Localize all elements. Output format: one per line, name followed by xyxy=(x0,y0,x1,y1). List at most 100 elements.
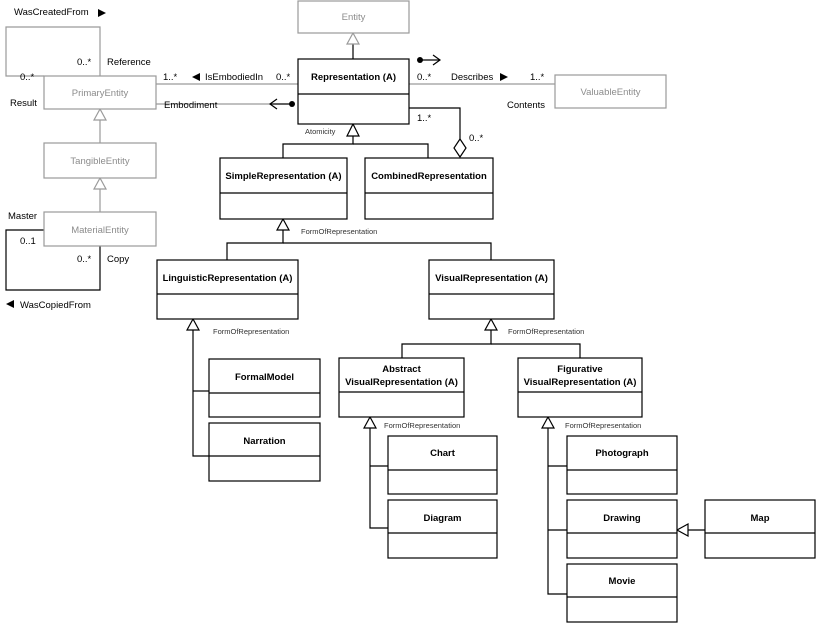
class-tangible-entity[interactable]: TangibleEntity xyxy=(43,142,157,179)
class-map[interactable]: Map xyxy=(704,499,816,559)
class-valuable-entity[interactable]: ValuableEntity xyxy=(554,74,667,109)
form-line-figurative xyxy=(491,343,581,358)
label-contents: Contents xyxy=(507,100,545,111)
mult-embodied-1-many: 1..* xyxy=(163,72,178,83)
form-line-narration xyxy=(192,330,209,457)
class-abstract-visual-representation[interactable]: Abstract VisualRepresentation (A) xyxy=(338,357,465,418)
class-linguistic-representation[interactable]: LinguisticRepresentation (A) xyxy=(156,259,299,320)
class-entity[interactable]: Entity xyxy=(297,0,410,34)
triangle-primary xyxy=(92,107,108,121)
triangle-linguistic xyxy=(185,317,201,331)
form-line-diagram xyxy=(369,428,388,529)
form-line-abstract xyxy=(401,330,492,358)
class-title: ValuableEntity xyxy=(580,87,640,98)
class-photograph[interactable]: Photograph xyxy=(566,435,678,495)
form-line-linguistic xyxy=(226,230,284,260)
label-copy: Copy xyxy=(107,254,129,265)
class-title: CombinedRepresentation xyxy=(371,171,487,182)
triangle-atomicity xyxy=(346,122,360,137)
aggregation-line xyxy=(409,107,461,139)
class-material-entity[interactable]: MaterialEntity xyxy=(43,211,157,247)
class-title: Diagram xyxy=(423,513,461,524)
class-representation[interactable]: Representation (A) xyxy=(297,58,410,125)
class-title: TangibleEntity xyxy=(70,156,129,167)
contents-dot xyxy=(417,57,423,63)
class-title: Drawing xyxy=(603,513,641,524)
play-left-icon xyxy=(192,73,200,81)
class-title-line1: Abstract xyxy=(382,364,421,375)
mult-result-0-many: 0..* xyxy=(20,72,35,83)
triangle-entity xyxy=(345,31,361,45)
class-chart[interactable]: Chart xyxy=(387,435,498,495)
class-title: FormalModel xyxy=(235,372,294,383)
class-narration[interactable]: Narration xyxy=(208,422,321,482)
form-line-movie xyxy=(547,428,567,595)
label-describes: Describes xyxy=(451,72,493,83)
contents-arrowhead xyxy=(432,54,442,66)
play-right-icon xyxy=(98,9,106,17)
was-copied-from-loop xyxy=(5,229,101,291)
class-simple-representation[interactable]: SimpleRepresentation (A) xyxy=(219,157,348,220)
class-title: Map xyxy=(751,513,770,524)
class-title: Representation (A) xyxy=(311,72,396,83)
label-result: Result xyxy=(10,98,37,109)
mult-created-0-many: 0..* xyxy=(77,57,92,68)
mult-copy-0-many: 0..* xyxy=(77,254,92,265)
class-figurative-visual-representation[interactable]: Figurative VisualRepresentation (A) xyxy=(517,357,643,418)
label-embodiment: Embodiment xyxy=(164,100,218,111)
label-form-of-representation: FormOfRepresentation xyxy=(565,421,641,430)
class-visual-representation[interactable]: VisualRepresentation (A) xyxy=(428,259,555,320)
class-formal-model[interactable]: FormalModel xyxy=(208,358,321,418)
play-right-icon xyxy=(500,73,508,81)
was-created-from-loop xyxy=(5,26,101,77)
triangle-simple xyxy=(275,217,291,231)
connectors xyxy=(5,26,705,595)
class-title: Movie xyxy=(609,576,636,587)
label-was-created-from: WasCreatedFrom xyxy=(14,7,89,18)
aggregation-diamond xyxy=(453,137,467,159)
mult-master-0-1: 0..1 xyxy=(20,236,36,247)
generalization-triangles xyxy=(92,31,689,538)
class-movie[interactable]: Movie xyxy=(566,563,678,623)
play-left-icon xyxy=(6,300,14,308)
class-title: Entity xyxy=(342,12,366,23)
class-title: Narration xyxy=(243,436,285,447)
triangle-figurative xyxy=(540,415,556,429)
mult-describes-0-many: 0..* xyxy=(417,72,432,83)
class-primary-entity[interactable]: PrimaryEntity xyxy=(43,75,157,110)
label-form-of-representation: FormOfRepresentation xyxy=(213,327,289,336)
atomicity-line-right xyxy=(353,143,429,158)
label-master: Master xyxy=(8,211,37,222)
label-form-of-representation: FormOfRepresentation xyxy=(384,421,460,430)
class-drawing[interactable]: Drawing xyxy=(566,499,678,559)
triangle-abstract xyxy=(362,415,378,429)
form-line-visual xyxy=(283,242,492,260)
class-title-line1: Figurative xyxy=(557,364,602,375)
label-is-embodied-in: IsEmbodiedIn xyxy=(205,72,263,83)
mult-aggregation-0-many: 0..* xyxy=(469,133,484,144)
mult-embodied-0-many: 0..* xyxy=(276,72,291,83)
class-title: SimpleRepresentation (A) xyxy=(225,171,341,182)
class-title: VisualRepresentation (A) xyxy=(435,273,548,284)
class-title: Photograph xyxy=(595,448,648,459)
triangle-drawing xyxy=(675,522,689,538)
class-diagram[interactable]: Diagram xyxy=(387,499,498,559)
class-title: MaterialEntity xyxy=(71,225,129,236)
class-combined-representation[interactable]: CombinedRepresentation xyxy=(364,157,494,220)
mult-describes-1-many: 1..* xyxy=(530,72,545,83)
embodiment-arrowhead xyxy=(268,98,278,110)
label-was-copied-from: WasCopiedFrom xyxy=(20,300,91,311)
association-labels: WasCreatedFrom 0..* Reference 0..* Resul… xyxy=(6,7,641,430)
label-form-of-representation: FormOfRepresentation xyxy=(508,327,584,336)
class-title: LinguisticRepresentation (A) xyxy=(163,273,293,284)
label-reference: Reference xyxy=(107,57,151,68)
mult-aggregation-1-many: 1..* xyxy=(417,113,432,124)
atomicity-line-left xyxy=(282,136,354,158)
embodiment-dot xyxy=(289,101,295,107)
triangle-tangible xyxy=(92,176,108,190)
class-title-line2: VisualRepresentation (A) xyxy=(524,377,637,388)
label-atomicity: Atomicity xyxy=(305,127,336,136)
triangle-visual xyxy=(483,317,499,331)
class-title-line2: VisualRepresentation (A) xyxy=(345,377,458,388)
